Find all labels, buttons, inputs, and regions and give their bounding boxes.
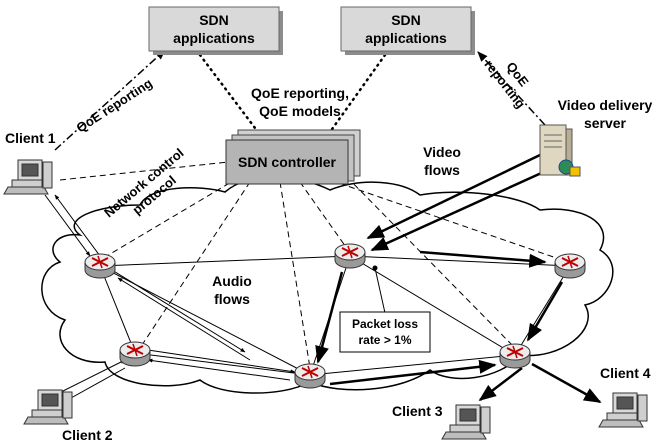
video-server-line2: server bbox=[584, 115, 627, 131]
qoe-reporting-left-label: QoE reporting bbox=[73, 75, 155, 135]
client3-label: Client 3 bbox=[392, 403, 443, 419]
router-icon bbox=[499, 343, 531, 369]
qoe-reporting-link-left bbox=[54, 49, 166, 151]
network-control-link bbox=[59, 161, 229, 181]
video-flows bbox=[315, 153, 602, 404]
sdn-app-right-line1: SDN bbox=[391, 12, 421, 28]
router-icon bbox=[84, 253, 116, 279]
control-links bbox=[99, 169, 569, 369]
qoe-reporting-center-line2: QoE models bbox=[259, 103, 341, 119]
sdn-app-left-line2: applications bbox=[173, 30, 255, 46]
qoe-reporting-link-right bbox=[477, 51, 546, 126]
packet-loss-line1: Packet loss bbox=[352, 317, 418, 331]
router-icon bbox=[294, 363, 326, 389]
sdn-controller-label: SDN controller bbox=[238, 154, 337, 170]
sdn-app-right-box: SDN applications bbox=[340, 6, 475, 55]
sdn-app-left-line1: SDN bbox=[199, 12, 229, 28]
client4-label: Client 4 bbox=[600, 365, 651, 381]
router-icon bbox=[554, 253, 586, 279]
video-flows-line2: flows bbox=[424, 162, 460, 178]
packet-loss-line2: rate > 1% bbox=[358, 333, 411, 347]
client-computer-icon bbox=[441, 404, 491, 440]
client-computer-icon bbox=[23, 389, 73, 425]
client-computer-icon bbox=[598, 392, 648, 428]
router-icon bbox=[119, 341, 151, 367]
client-computer-icon bbox=[3, 159, 53, 195]
client1-label: Client 1 bbox=[5, 130, 56, 146]
sdn-app-right-line2: applications bbox=[365, 30, 447, 46]
packet-loss-pointer bbox=[374, 267, 386, 314]
video-flows-line1: Video bbox=[423, 144, 461, 160]
audio-flows-line1: Audio bbox=[212, 273, 252, 289]
sdn-controller-box: SDN controller bbox=[225, 129, 361, 185]
client2-label: Client 2 bbox=[62, 427, 113, 443]
access-links bbox=[44, 194, 296, 404]
qoe-reporting-center-line1: QoE reporting, bbox=[251, 85, 349, 101]
audio-flows-line2: flows bbox=[214, 291, 250, 307]
packet-loss-box: Packet loss rate > 1% bbox=[339, 311, 431, 353]
sdn-app-left-box: SDN applications bbox=[148, 6, 283, 55]
video-server-line1: Video delivery bbox=[558, 97, 653, 113]
server-icon bbox=[539, 124, 581, 177]
router-icon bbox=[334, 243, 366, 269]
app-links bbox=[198, 53, 387, 134]
